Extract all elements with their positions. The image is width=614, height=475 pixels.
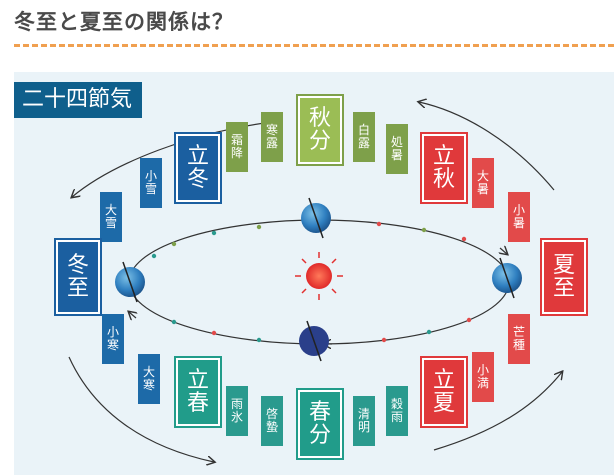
term-usui: 雨氷 xyxy=(226,386,248,436)
term-keichitsu: 啓蟄 xyxy=(261,396,283,446)
term-risshu: 立秋 xyxy=(420,132,468,204)
term-toji: 冬至 xyxy=(54,238,102,316)
term-kanro: 寒露 xyxy=(261,112,283,162)
term-shoman: 小満 xyxy=(472,352,494,402)
outer-arrow-top-right xyxy=(419,102,555,191)
term-seimei: 清明 xyxy=(353,396,375,446)
term-risshun: 立春 xyxy=(174,356,222,428)
outer-arrow-bottom-left xyxy=(68,356,214,462)
page-heading: 冬至と夏至の関係は？ xyxy=(14,10,234,34)
term-shosetsu: 小雪 xyxy=(140,158,162,208)
earth-right-icon xyxy=(492,257,522,299)
term-soko: 霜降 xyxy=(226,122,248,172)
term-shosho: 処暑 xyxy=(386,124,408,174)
orbit-illustration xyxy=(68,72,614,475)
earth-left-icon xyxy=(115,261,145,303)
term-kokuu: 穀雨 xyxy=(386,386,408,436)
term-shunbun: 春分 xyxy=(296,388,344,460)
term-taisetsu: 大雪 xyxy=(100,192,122,242)
term-geshi: 夏至 xyxy=(540,238,588,316)
sun-icon xyxy=(295,252,343,300)
term-ritto: 立冬 xyxy=(174,132,222,204)
diagram-title: 二十四節気 xyxy=(14,82,143,118)
term-shosho2: 小暑 xyxy=(508,192,530,242)
term-rikka: 立夏 xyxy=(420,356,468,428)
term-shubun: 秋分 xyxy=(296,94,344,166)
term-taisho: 大暑 xyxy=(472,158,494,208)
seasonal-terms-diagram: 二十四節気 秋分 寒露 白露 霜降 処暑 立冬 小雪 大雪 冬至 小寒 大寒 立… xyxy=(14,72,614,475)
earth-bottom-icon xyxy=(299,320,329,362)
orbit-markers xyxy=(151,221,472,343)
outer-arrow-bottom-right xyxy=(433,372,562,451)
term-boshu: 芒種 xyxy=(508,314,530,364)
heading-divider xyxy=(14,44,614,47)
term-shokan: 小寒 xyxy=(102,314,124,364)
earth-top-icon xyxy=(301,197,331,239)
term-daikan: 大寒 xyxy=(138,354,160,404)
term-hakuro: 白露 xyxy=(353,112,375,162)
